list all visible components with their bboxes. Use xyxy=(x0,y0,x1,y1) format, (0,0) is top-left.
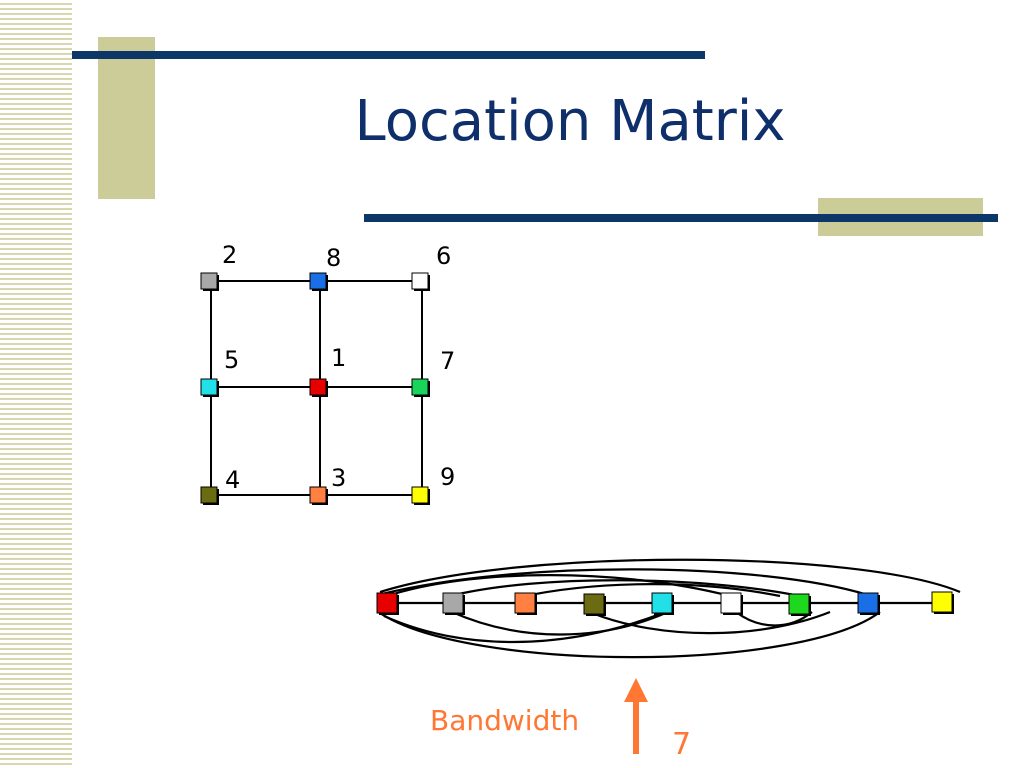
grid-nodes xyxy=(200,272,430,505)
grid-label-2: 2 xyxy=(222,241,237,269)
chain-node-9 xyxy=(931,591,954,614)
grid-label-1: 1 xyxy=(331,344,346,372)
grid-label-9: 9 xyxy=(440,463,455,491)
grid-label-5: 5 xyxy=(224,346,239,374)
chain-node-4 xyxy=(583,593,606,616)
chain-node-2 xyxy=(442,592,465,615)
chain-arcs xyxy=(379,558,961,659)
bandwidth-arrow-icon xyxy=(624,678,648,754)
chain-node-5 xyxy=(651,592,674,615)
grid-labels: 2 8 6 5 1 7 4 3 9 xyxy=(222,241,455,494)
decorative-block-left xyxy=(98,37,155,199)
slide-title: Location Matrix xyxy=(354,89,786,154)
grid-label-7: 7 xyxy=(440,347,455,375)
chain-node-7 xyxy=(788,593,811,616)
bandwidth-value: 7 xyxy=(672,727,691,762)
bandwidth-label: Bandwidth xyxy=(430,704,579,737)
chain-node-3 xyxy=(514,592,537,615)
grid-node-8 xyxy=(309,272,328,291)
chain-nodes xyxy=(376,591,954,616)
title-rule-bottom xyxy=(364,214,998,222)
chain-node-6 xyxy=(720,592,743,615)
grid-label-6: 6 xyxy=(436,242,451,270)
decorative-stripes xyxy=(0,0,72,768)
grid-node-3 xyxy=(309,486,328,505)
grid-label-4: 4 xyxy=(225,466,240,494)
chain-node-1 xyxy=(376,592,399,615)
grid-label-3: 3 xyxy=(331,464,346,492)
grid-node-2 xyxy=(200,272,219,291)
grid-node-7 xyxy=(411,378,430,397)
chain-node-8 xyxy=(857,592,880,615)
grid-node-5 xyxy=(200,378,219,397)
grid-node-9 xyxy=(411,486,430,505)
grid-label-8: 8 xyxy=(326,244,341,272)
grid-node-6 xyxy=(411,272,430,291)
title-rule-top xyxy=(72,51,705,59)
grid-node-1 xyxy=(309,378,328,397)
grid-node-4 xyxy=(200,486,219,505)
